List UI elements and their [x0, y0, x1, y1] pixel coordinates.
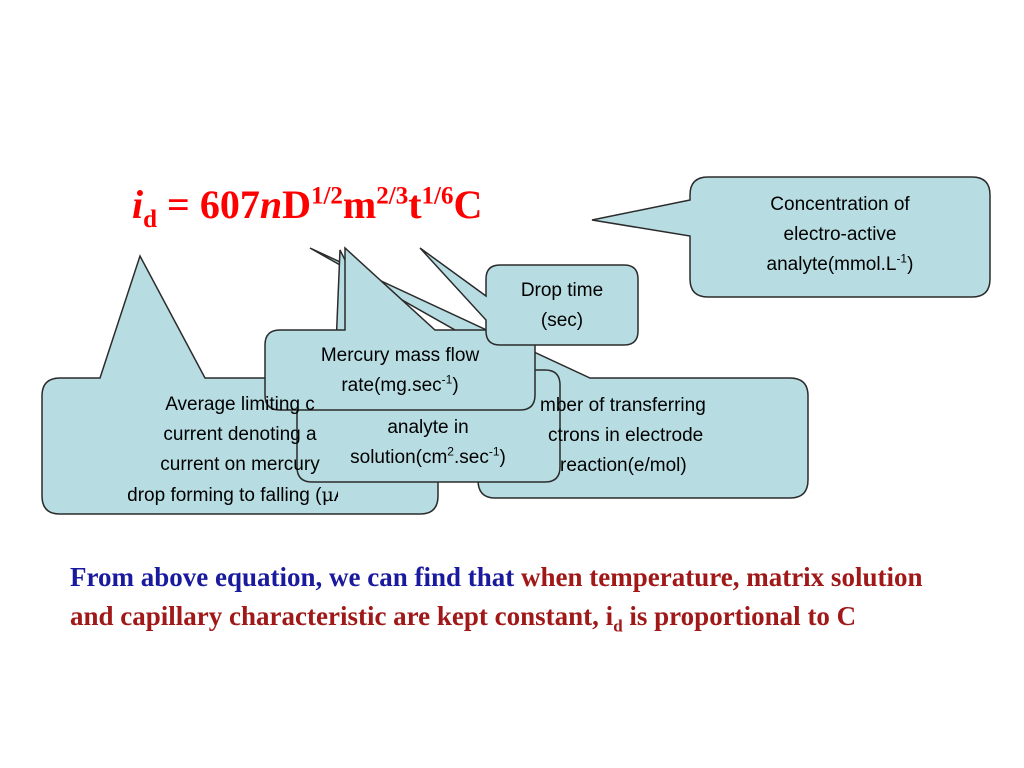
diffusion-line-1: analyte in — [387, 417, 469, 438]
equation-n: n — [259, 182, 283, 227]
mercury-line-2: rate(mg.sec-1) — [268, 371, 532, 401]
equation-C: C — [453, 182, 483, 227]
mercury-line-2-b: ) — [452, 375, 459, 396]
concentration-line-2: electro-active — [783, 224, 897, 245]
concentration-line-3: analyte(mmol.L-1) — [692, 250, 988, 280]
conclusion-part-2: when temperature, matrix solution and ca… — [70, 562, 923, 631]
concentration-callout-text: Concentration of electro-active analyte(… — [692, 190, 988, 280]
conclusion-text: From above equation, we can find that wh… — [70, 558, 970, 636]
concentration-callout-shape — [591, 176, 991, 298]
equation-d-subscript: d — [143, 206, 158, 233]
concentration-sup: -1 — [896, 251, 908, 266]
diffusion-line-2-c: ) — [499, 447, 506, 468]
avg-current-line-2: current denoting a — [163, 424, 317, 445]
diffusion-line-2: solution(cm2.sec-1) — [300, 443, 556, 473]
diffusion-sup-2: -1 — [488, 444, 500, 459]
concentration-line-1: Concentration of — [770, 194, 910, 215]
avg-current-line-4-end: A) — [334, 485, 338, 506]
drop-time-callout-shape — [419, 247, 639, 346]
mercury-line-2-a: rate(mg.sec — [341, 375, 442, 396]
drop-time-line-2: (sec) — [540, 310, 584, 331]
equation-t-exponent: 1/6 — [421, 182, 454, 210]
avg-current-line-4: drop forming to falling (μA) — [50, 480, 338, 511]
electrons-line-1: mber of transferring — [540, 395, 706, 416]
equation-t: t — [408, 182, 422, 227]
equation-i: i — [132, 182, 144, 227]
concentration-line-3-a: analyte(mmol.L — [766, 254, 897, 275]
equation-m-exponent: 2/3 — [376, 182, 409, 210]
drop-time-callout-text: Drop time (sec) — [488, 276, 636, 336]
avg-current-line-4-text: drop forming to falling ( — [127, 485, 322, 506]
diffusion-callout-text: analyte in solution(cm2.sec-1) — [300, 413, 556, 473]
mercury-sup: -1 — [441, 372, 453, 387]
mercury-line-1: Mercury mass flow — [320, 345, 480, 366]
diffusion-line-2-a: solution(cm — [350, 447, 448, 468]
diffusion-line-2-b: .sec — [453, 447, 489, 468]
conclusion-part-3: is proportional to C — [622, 601, 857, 631]
ilkovic-equation: id = 607nD1/2m2/3t1/6C — [132, 181, 483, 232]
electrons-line-2: ctrons in electrode — [548, 425, 704, 446]
conclusion-part-1: From above equation, we can find that — [70, 562, 522, 592]
electrons-callout-text: mber of transferring ctrons in electrode… — [540, 391, 805, 481]
avg-current-line-3: current on mercury — [160, 454, 320, 475]
drop-time-line-1: Drop time — [520, 280, 604, 301]
equation-m: m — [342, 182, 377, 227]
concentration-line-3-b: ) — [907, 254, 914, 275]
diffusion-sup-1: 2 — [447, 444, 454, 459]
equation-D: D — [282, 182, 311, 227]
mercury-callout-text: Mercury mass flow rate(mg.sec-1) — [268, 341, 532, 401]
avg-current-line-1: Average limiting c — [165, 394, 315, 415]
mu-symbol: μ — [321, 484, 334, 506]
equation-D-exponent: 1/2 — [310, 182, 343, 210]
conclusion-subscript: d — [613, 616, 623, 636]
electrons-line-3: reaction(e/mol) — [560, 455, 687, 476]
avg-current-callout-text: Average limiting c current denoting a cu… — [50, 390, 338, 511]
equation-constant: = 607 — [157, 182, 260, 227]
